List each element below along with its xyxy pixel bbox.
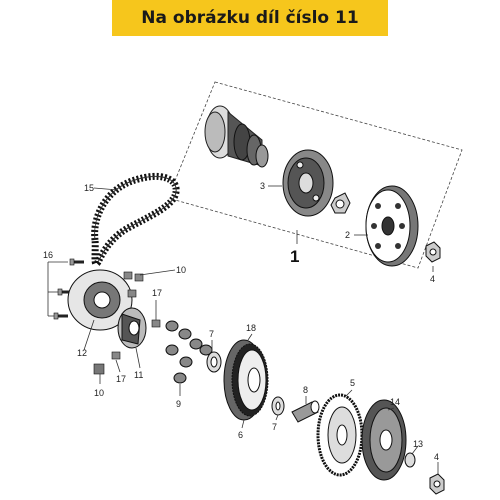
label-5: 5 (350, 378, 355, 388)
variator-nut (429, 473, 445, 495)
variator-rollers (165, 320, 213, 384)
label-18: 18 (246, 323, 256, 333)
label-12: 12 (77, 348, 87, 358)
clutch-nut (425, 241, 441, 263)
cooling-fan (361, 399, 407, 481)
label-6: 6 (238, 430, 243, 440)
label-7-upper: 7 (209, 329, 214, 339)
label-7-lower: 7 (272, 422, 277, 432)
label-14: 14 (390, 397, 400, 407)
variator-back-plate (117, 307, 147, 349)
clutch-washer (330, 192, 351, 214)
header-title: Na obrázku díl číslo 11 (141, 8, 359, 28)
label-13: 13 (413, 439, 423, 449)
label-10-bottom: 10 (94, 388, 104, 398)
label-16: 16 (43, 250, 53, 260)
label-10-top: 10 (176, 265, 186, 275)
shaft-sleeve (291, 400, 320, 423)
clutch-shoe-assembly (282, 149, 334, 217)
label-2: 2 (345, 230, 350, 240)
variator-pulley (223, 339, 269, 421)
clutch-spring-assembly (204, 105, 269, 168)
leader-lines (47, 185, 439, 474)
label-9: 9 (176, 399, 181, 409)
header-banner: Na obrázku díl číslo 11 (112, 0, 388, 36)
bolts-16 (53, 258, 84, 320)
fan-washer (404, 452, 416, 468)
clutch-group-outline (167, 81, 463, 269)
label-4-top: 4 (430, 274, 435, 284)
label-3: 3 (260, 181, 265, 191)
washer-7 (271, 396, 285, 416)
slider-pieces (93, 271, 161, 375)
drive-belt (91, 173, 180, 268)
label-1: 1 (290, 247, 299, 266)
clutch-bell (365, 185, 419, 267)
label-15: 15 (84, 183, 94, 193)
label-11: 11 (134, 370, 143, 380)
label-17-upper: 17 (152, 288, 162, 298)
label-8: 8 (303, 385, 308, 395)
ramp-plate (67, 269, 133, 331)
fixed-pulley (316, 393, 364, 477)
label-17-lower: 17 (116, 374, 126, 384)
spacer-ring (206, 351, 222, 373)
label-4-bottom: 4 (434, 452, 439, 462)
